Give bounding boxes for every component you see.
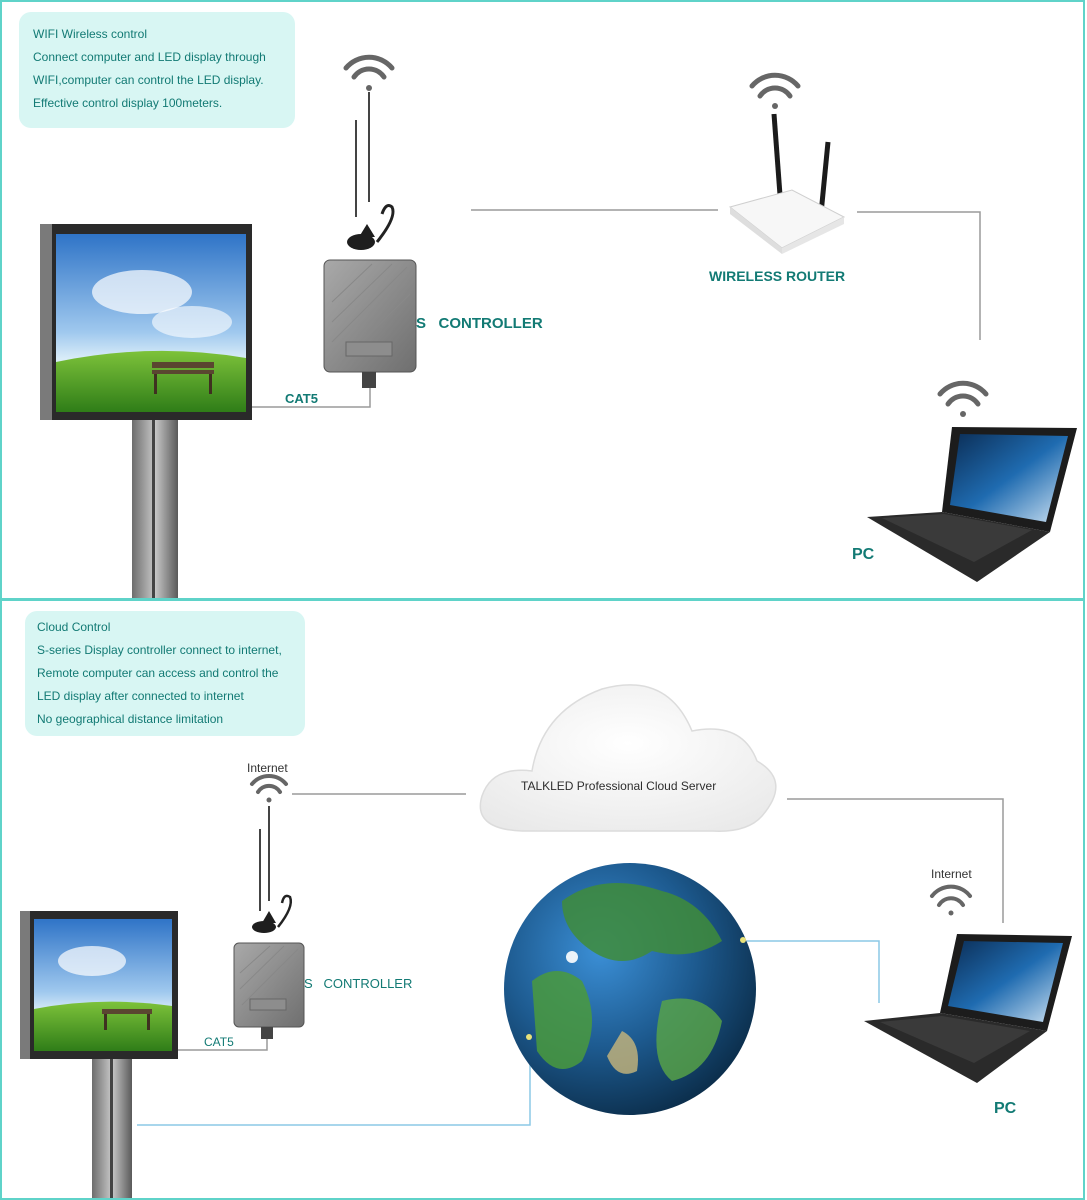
wireless-router-device	[728, 72, 846, 254]
note-line: Cloud Control	[37, 620, 111, 634]
note-line: Effective control display 100meters.	[33, 96, 223, 110]
s-controller-device	[323, 92, 417, 388]
globe-earth	[504, 863, 756, 1115]
internet-label-left: Internet	[247, 761, 288, 775]
cat5-cable-label: CAT5	[285, 391, 318, 406]
note-line: Connect computer and LED display through	[33, 50, 266, 64]
note-line: WIFI Wireless control	[33, 27, 148, 41]
cat5-cable-label: CAT5	[204, 1035, 234, 1049]
wifi-description-note: WIFI Wireless control Connect computer a…	[19, 12, 295, 128]
led-display-billboard	[40, 224, 252, 598]
wifi-signal-icon	[343, 54, 395, 91]
cloud-server-shape	[479, 684, 777, 832]
connector-lines	[250, 209, 981, 408]
internet-label-right: Internet	[931, 867, 972, 881]
s-controller-label: S CONTROLLER	[416, 315, 543, 332]
pc-label: PC	[852, 546, 875, 563]
cloud-diagram-graphics	[20, 684, 1072, 1198]
connector-lines	[137, 793, 1004, 1126]
pc-laptop	[867, 380, 1077, 582]
note-line: Remote computer can access and control t…	[37, 666, 279, 680]
cloud-server-label: TALKLED Professional Cloud Server	[521, 779, 717, 793]
pc-label: PC	[994, 1100, 1017, 1117]
wifi-control-panel: WIFI Wireless control Connect computer a…	[0, 0, 1085, 600]
note-line: S-series Display controller connect to i…	[37, 643, 282, 657]
note-line: LED display after connected to internet	[37, 689, 244, 703]
pc-laptop	[864, 884, 1072, 1083]
wireless-router-label: WIRELESS ROUTER	[709, 268, 846, 284]
note-line: No geographical distance limitation	[37, 712, 224, 726]
internet-signal-icon-left	[250, 773, 288, 803]
cloud-description-note: Cloud Control S-series Display controlle…	[25, 611, 305, 736]
note-line: WIFI,computer can control the LED displa…	[33, 73, 264, 87]
cloud-control-panel: Cloud Control S-series Display controlle…	[0, 599, 1085, 1200]
wifi-diagram-graphics	[40, 54, 1077, 598]
s-controller-device	[233, 806, 305, 1039]
led-display-billboard	[20, 911, 178, 1198]
s-controller-label: S CONTROLLER	[304, 976, 413, 991]
